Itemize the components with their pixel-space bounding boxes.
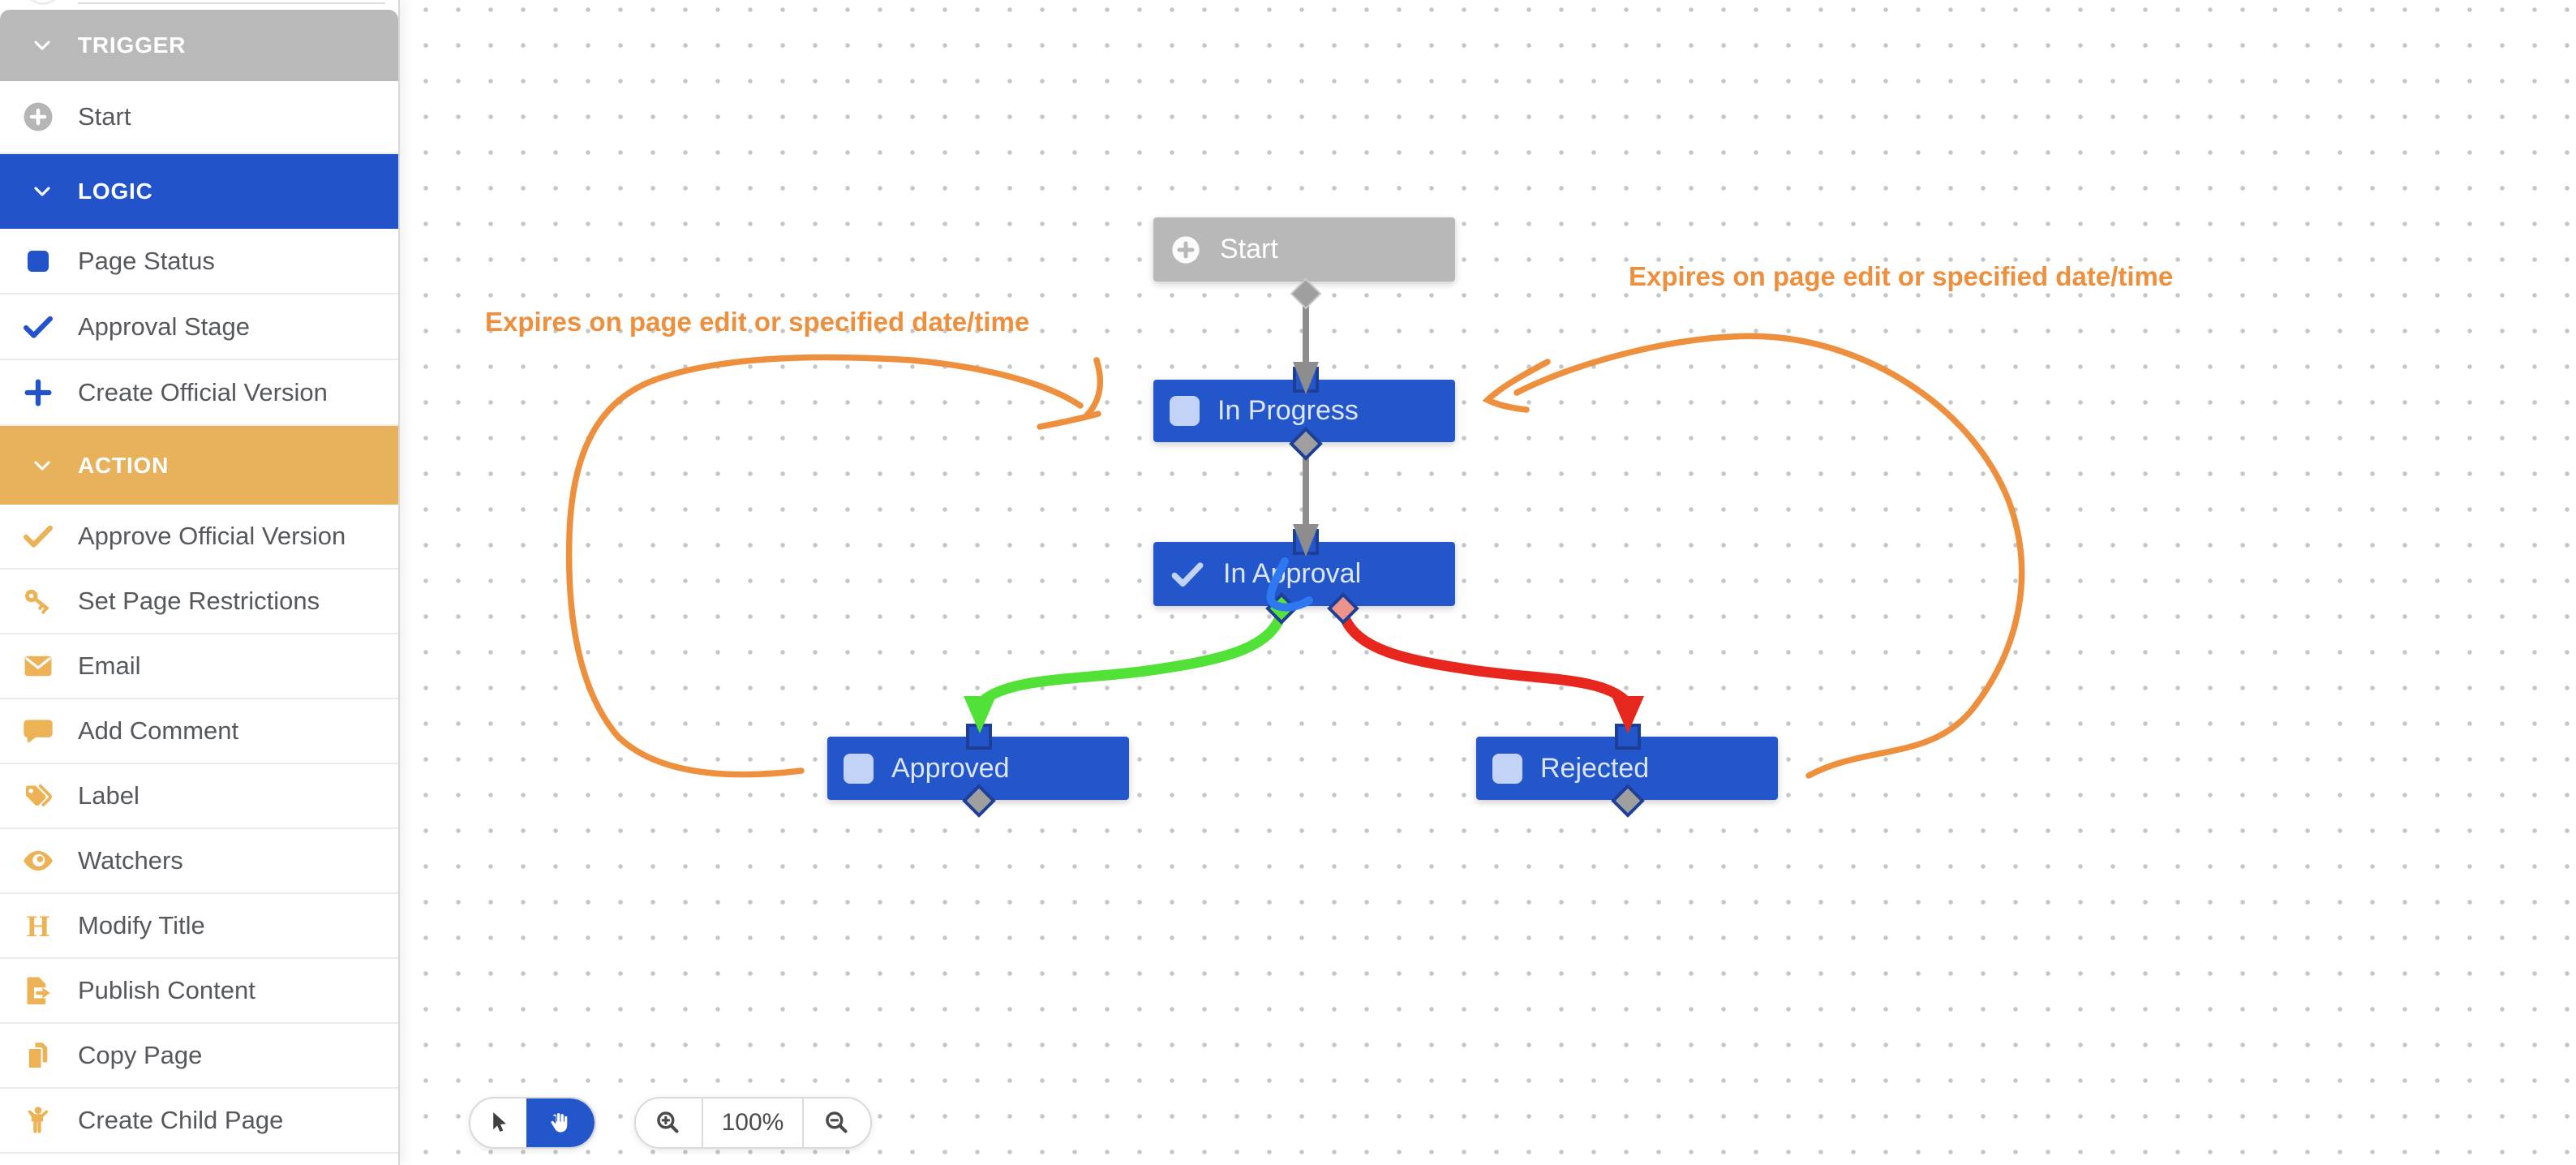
sidebar-item-set-page-restrictions[interactable]: Set Page Restrictions [0,570,398,634]
sidebar-item-label: Approve Official Version [78,522,346,550]
sidebar-palette: TRIGGER Start LOGIC Page Status Approval… [0,0,400,1165]
section-header-trigger[interactable]: TRIGGER [0,10,398,81]
sidebar-item-label: Create Official Version [78,377,328,406]
sidebar-item-modify-title[interactable]: H Modify Title [0,894,398,959]
node-label: Approved [891,752,1010,784]
section-label: LOGIC [78,178,153,204]
sidebar-item-create-official-version[interactable]: Create Official Version [0,360,398,426]
check-icon [19,308,57,346]
sidebar-item-label: Approval Stage [78,312,250,341]
sidebar-partial-row [0,1154,398,1165]
sidebar-item-label: Publish Content [78,976,255,1004]
sidebar-item-label: Watchers [78,846,183,875]
chevron-down-icon [34,187,50,196]
node-rejected[interactable]: Rejected [1476,737,1778,800]
zoom-in-icon [657,1111,679,1133]
node-start[interactable]: Start [1153,217,1455,282]
sidebar-item-label: Modify Title [78,911,205,939]
sidebar-item-label: Set Page Restrictions [78,587,320,615]
node-label: In Progress [1217,395,1359,426]
pointer-mode-toolbar [469,1097,596,1149]
plus-circle-icon [19,98,57,135]
sidebar-item-label-text: Label [78,781,140,810]
sidebar-item-label: Page Status [78,246,215,275]
section-header-logic[interactable]: LOGIC [0,154,398,229]
node-label: Start [1220,234,1278,264]
sidebar-item-label: Create Child Page [78,1106,284,1134]
section-label: TRIGGER [78,32,187,58]
zoom-level-label: 100% [701,1098,805,1147]
sidebar-item-watchers[interactable]: Watchers [0,829,398,894]
child-icon [19,1102,57,1139]
partial-circle-icon [24,0,62,5]
cursor-icon [492,1111,506,1133]
plus-icon [19,374,57,411]
annotation-text-right: Expires on page edit or specified date/t… [1629,261,2174,291]
check-icon [19,518,57,555]
node-approved[interactable]: Approved [827,737,1129,800]
tags-icon [19,777,57,815]
sidebar-item-page-status[interactable]: Page Status [0,229,398,294]
copy-icon [19,1037,57,1074]
comment-icon [19,712,57,750]
zoom-in-button[interactable] [636,1098,702,1147]
sidebar-item-label: Start [78,102,131,131]
sidebar-item-create-child-page[interactable]: Create Child Page [0,1089,398,1154]
pan-hand-button[interactable] [526,1098,595,1147]
annotation-text-left: Expires on page edit or specified date/t… [485,307,1030,337]
chevron-down-icon [34,41,50,50]
hand-icon [551,1113,568,1133]
publish-icon [19,972,57,1009]
sidebar-item-label: Add Comment [78,716,239,745]
select-cursor-button[interactable] [470,1098,527,1147]
zoom-toolbar: 100% [634,1097,872,1149]
node-in-progress[interactable]: In Progress [1153,380,1455,442]
sidebar-item-email[interactable]: Email [0,634,398,699]
sidebar-item-label: Copy Page [78,1041,203,1069]
eye-icon [19,842,57,879]
chevron-down-icon [34,460,50,471]
node-label: Rejected [1540,752,1650,784]
section-header-action[interactable]: ACTION [0,426,398,505]
page-status-icon [1492,753,1522,784]
zoom-out-button[interactable] [804,1098,870,1147]
sidebar-item-publish-content[interactable]: Publish Content [0,959,398,1024]
page-status-icon [1170,396,1200,426]
canvas[interactable] [400,0,2576,1165]
sidebar-item-approval-stage[interactable]: Approval Stage [0,294,398,360]
plus-circle-icon [1172,235,1200,264]
heading-icon: H [19,907,57,944]
sidebar-scrolled-row [0,0,398,10]
page-status-icon [844,753,874,784]
divider [78,2,385,4]
zoom-out-icon [826,1111,848,1133]
sidebar-item-label: Email [78,651,141,680]
sidebar-item-add-comment[interactable]: Add Comment [0,699,398,764]
node-in-approval[interactable]: In Approval [1153,542,1455,606]
approval-check-icon [1171,561,1204,587]
sidebar-item-copy-page[interactable]: Copy Page [0,1024,398,1089]
envelope-icon [19,647,57,685]
sidebar-item-label[interactable]: Label [0,764,398,829]
square-icon [19,243,57,280]
sidebar-item-approve-official-version[interactable]: Approve Official Version [0,505,398,570]
svg-text:H: H [27,909,50,943]
node-label: In Approval [1223,558,1362,589]
section-label: ACTION [78,452,170,478]
sidebar-item-start[interactable]: Start [0,81,398,154]
key-icon [19,582,57,620]
